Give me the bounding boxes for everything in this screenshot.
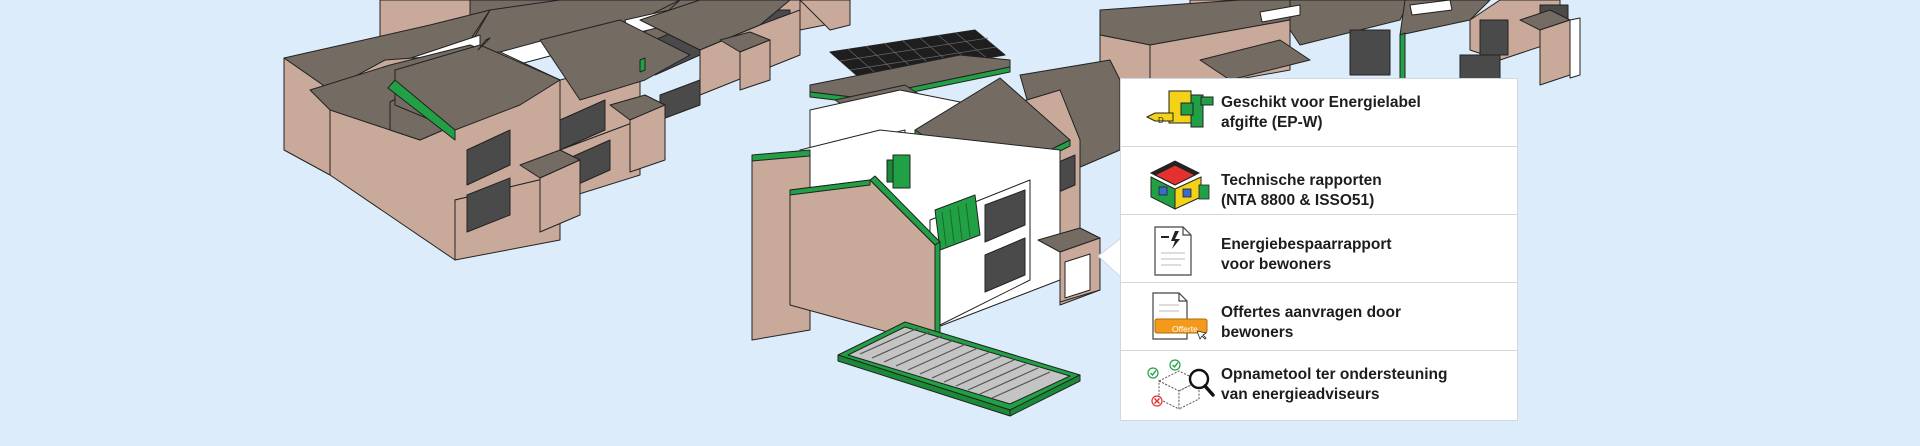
feature-item-inspection-tool: Opnametool ter ondersteuning van energie… (1121, 351, 1517, 419)
central-exploded-house (751, 29, 1121, 417)
feature-item-quotes: Offerte Offertes aanvragen door bewoners (1121, 283, 1517, 351)
quote-document-icon (1152, 292, 1208, 340)
feature-label-line-1: Opnametool ter ondersteuning (1221, 366, 1448, 383)
savings-report-document-icon (1154, 226, 1192, 276)
feature-label-line-1: Energiebespaarrapport (1221, 236, 1392, 253)
inspection-tool-magnifier-icon (1147, 359, 1215, 410)
quote-badge: Offerte (1172, 324, 1198, 334)
feature-label-line-2: voor bewoners (1221, 256, 1332, 273)
feature-label-line-2: bewoners (1221, 324, 1294, 341)
feature-panel: D Geschikt voor Energielabel afgifte (EP… (1121, 79, 1517, 420)
feature-item-technical-reports: Technische rapporten (NTA 8800 & ISSO51) (1121, 147, 1517, 215)
left-terraced-houses (283, 0, 851, 261)
feature-item-savings-report: Energiebespaarrapport voor bewoners (1121, 215, 1517, 283)
feature-label-line-2: (NTA 8800 & ISSO51) (1221, 192, 1375, 209)
feature-label-line-2: van energieadviseurs (1221, 386, 1380, 403)
feature-label-line-1: Offertes aanvragen door (1221, 304, 1402, 321)
energy-label-icon (1145, 90, 1214, 128)
feature-label-line-1: Technische rapporten (1221, 172, 1382, 189)
panel-pointer (1098, 236, 1124, 280)
feature-label-line-2: afgifte (EP-W) (1221, 114, 1323, 131)
feature-item-energy-label: D Geschikt voor Energielabel afgifte (EP… (1121, 79, 1517, 147)
technical-report-house-icon (1149, 160, 1210, 210)
feature-label-line-1: Geschikt voor Energielabel (1221, 94, 1421, 111)
energy-label-badge: D (1158, 116, 1164, 125)
right-terraced-houses (1099, 0, 1581, 96)
